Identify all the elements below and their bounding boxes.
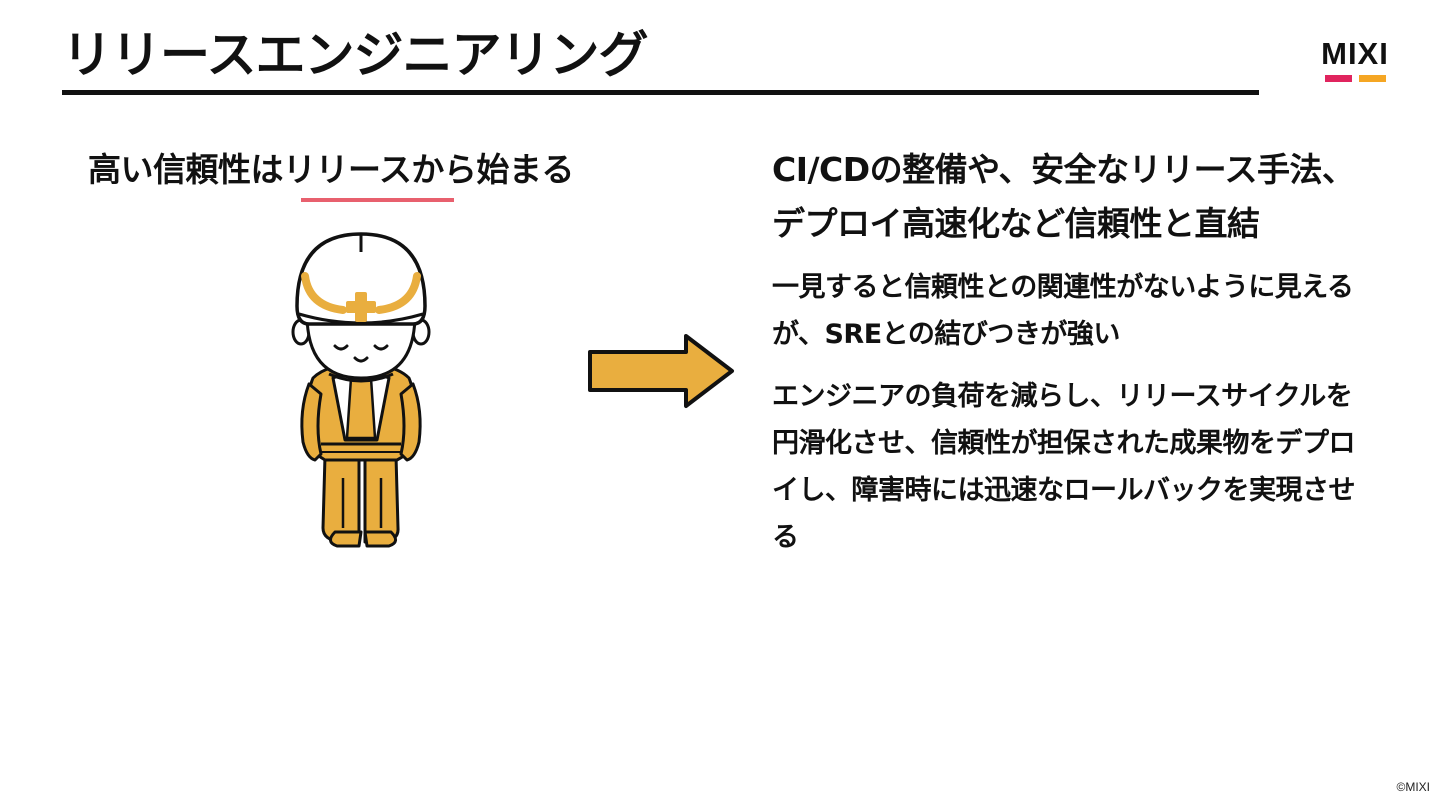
slide-title: リリースエンジニアリング: [62, 26, 648, 84]
logo-bar-yellow: [1359, 75, 1386, 82]
left-heading: 高い信頼性はリリースから始まる: [88, 150, 574, 189]
bowing-construction-worker-icon: [291, 232, 431, 548]
mixi-logo: MIXI: [1305, 38, 1405, 86]
logo-bar-red: [1325, 75, 1352, 82]
title-divider: [62, 90, 1259, 95]
paragraph-sre-relation: 一見すると信頼性との関連性がないように見えるが、SREとの結びつきが強い: [772, 272, 1354, 350]
right-heading: CI/CDの整備や、安全なリリース手法、デプロイ高速化など信頼性と直結: [772, 150, 1355, 243]
copyright-text: ©MIXI: [1396, 780, 1430, 794]
logo-text: MIXI: [1321, 36, 1389, 71]
paragraph-release-cycle: エンジニアの負荷を減らし、リリースサイクルを円滑化させ、信頼性が担保された成果物…: [772, 381, 1356, 553]
right-arrow-icon: [588, 334, 734, 408]
heading-underline: [301, 198, 454, 202]
